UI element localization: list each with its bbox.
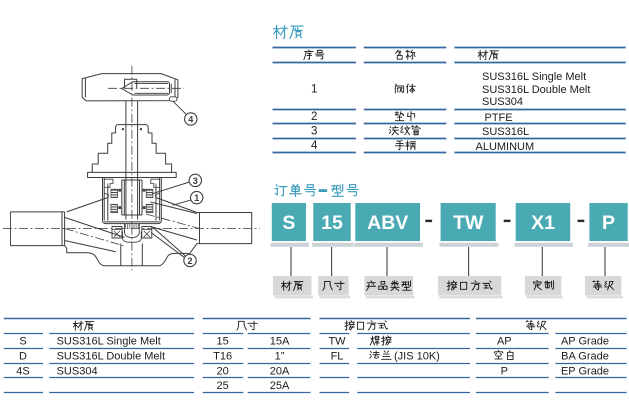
svg-text:S: S bbox=[19, 336, 26, 348]
svg-text:1: 1 bbox=[194, 193, 199, 203]
svg-text:4: 4 bbox=[311, 140, 318, 152]
svg-text:PTFE: PTFE bbox=[485, 112, 513, 124]
svg-text:(JIS 10K): (JIS 10K) bbox=[394, 350, 440, 362]
svg-text:TW: TW bbox=[328, 336, 346, 348]
svg-text:SUS316L Double Melt: SUS316L Double Melt bbox=[482, 84, 590, 96]
svg-text:S: S bbox=[282, 212, 295, 234]
svg-text:SUS316L Single Melt: SUS316L Single Melt bbox=[482, 71, 586, 83]
svg-text:SUS304: SUS304 bbox=[482, 96, 523, 108]
svg-text:P: P bbox=[501, 365, 508, 377]
svg-text:1: 1 bbox=[311, 83, 317, 95]
svg-text:FL: FL bbox=[331, 350, 344, 362]
svg-text:AP: AP bbox=[497, 336, 512, 348]
svg-text:T16: T16 bbox=[213, 350, 232, 362]
svg-text:SUS316L Double Melt: SUS316L Double Melt bbox=[57, 350, 165, 362]
svg-text:3: 3 bbox=[311, 126, 317, 138]
svg-text:SUS316L: SUS316L bbox=[482, 126, 529, 138]
svg-text:AP Grade: AP Grade bbox=[561, 336, 609, 348]
svg-text:SUS316L Single Melt: SUS316L Single Melt bbox=[57, 336, 161, 348]
svg-text:D: D bbox=[19, 350, 27, 362]
svg-text:20A: 20A bbox=[270, 365, 290, 377]
svg-text:X1: X1 bbox=[531, 212, 555, 234]
svg-text:1”: 1” bbox=[275, 350, 285, 362]
svg-text:25A: 25A bbox=[270, 380, 290, 392]
svg-text:15: 15 bbox=[321, 212, 343, 234]
svg-text:P: P bbox=[602, 212, 615, 234]
svg-text:SUS304: SUS304 bbox=[57, 365, 98, 377]
svg-text:ALUMINUM: ALUMINUM bbox=[476, 141, 535, 153]
svg-text:2: 2 bbox=[311, 111, 317, 123]
svg-text:BA Grade: BA Grade bbox=[561, 350, 609, 362]
svg-text:4S: 4S bbox=[16, 365, 29, 377]
svg-text:15A: 15A bbox=[270, 336, 290, 348]
svg-text:2: 2 bbox=[187, 256, 192, 266]
svg-text:TW: TW bbox=[453, 212, 484, 234]
svg-text:20: 20 bbox=[216, 365, 228, 377]
svg-text:EP Grade: EP Grade bbox=[561, 365, 609, 377]
svg-text:3: 3 bbox=[193, 176, 198, 186]
svg-text:25: 25 bbox=[216, 380, 228, 392]
svg-text:15: 15 bbox=[216, 336, 228, 348]
svg-text:ABV: ABV bbox=[367, 212, 408, 234]
svg-text:4: 4 bbox=[188, 114, 193, 124]
